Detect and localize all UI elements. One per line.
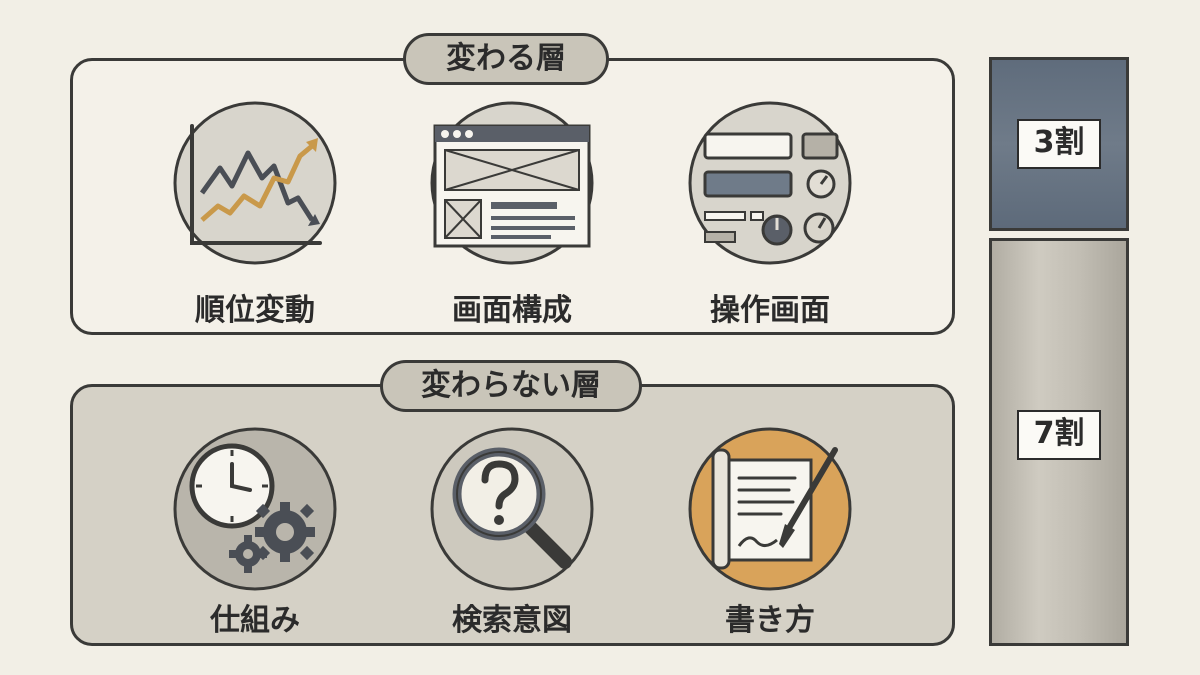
changing-layer-title: 変わる層 — [403, 33, 609, 85]
item-label-writing: 書き方 — [725, 603, 815, 638]
item-label-search-intent: 検索意図 — [452, 603, 572, 638]
item-label-mechanism: 仕組み — [210, 603, 300, 638]
item-label-ranking: 順位変動 — [195, 293, 315, 328]
magnifier-question-icon — [427, 424, 597, 594]
control-panel-icon — [685, 98, 855, 268]
clock-gears-icon — [170, 424, 340, 594]
ratio-label-70: 7割 — [1017, 410, 1101, 460]
scroll-brush-icon — [685, 424, 855, 594]
browser-wireframe-icon — [427, 98, 597, 268]
ranking-chart-icon — [170, 98, 340, 268]
ratio-label-30: 3割 — [1017, 119, 1101, 169]
item-label-layout: 画面構成 — [452, 293, 572, 328]
item-label-controls: 操作画面 — [710, 293, 830, 328]
unchanging-layer-title: 変わらない層 — [380, 360, 642, 412]
